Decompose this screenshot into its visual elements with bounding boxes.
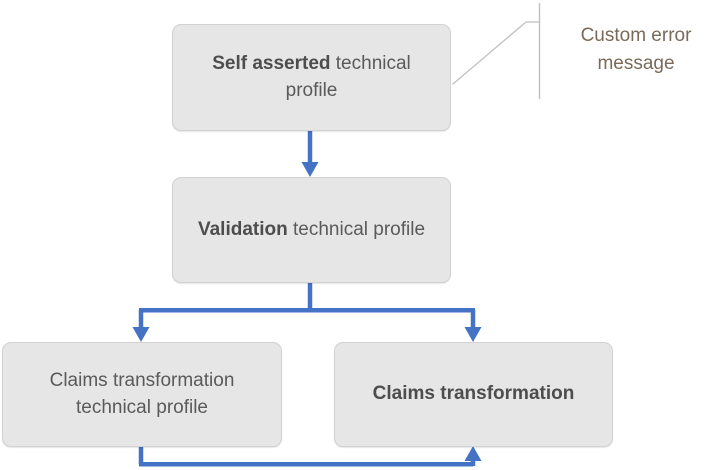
node-label-bold: Self asserted	[212, 53, 331, 75]
node-label: Self asserted technical profile	[189, 51, 434, 103]
node-validation-technical-profile[interactable]: Validation technical profile	[172, 177, 451, 283]
connector-self-asserted-to-validation	[301, 131, 319, 177]
connector-claims-transformation-loop	[138, 446, 482, 467]
node-label-regular: Claims transformation technical profile	[49, 370, 235, 418]
node-self-asserted-technical-profile[interactable]: Self asserted technical profile	[172, 24, 451, 131]
node-label-regular: technical profile	[285, 53, 411, 101]
node-label: Claims transformation	[351, 381, 596, 407]
callout-custom-error-message: Custom error message	[552, 22, 720, 77]
node-label: Claims transformation technical profile	[19, 368, 265, 420]
callout-leader-line	[452, 3, 541, 99]
node-label: Validation technical profile	[189, 217, 434, 243]
node-claims-transformation-technical-profile[interactable]: Claims transformation technical profile	[2, 342, 282, 447]
node-claims-transformation[interactable]: Claims transformation	[334, 342, 613, 447]
node-label-regular: technical profile	[287, 218, 426, 240]
connector-validation-branch	[132, 283, 482, 342]
node-label-bold: Claims transformation	[372, 383, 575, 405]
callout-line-1: Custom error	[580, 25, 692, 46]
callout-line-2: message	[597, 52, 675, 74]
node-label-bold: Validation	[197, 218, 288, 240]
